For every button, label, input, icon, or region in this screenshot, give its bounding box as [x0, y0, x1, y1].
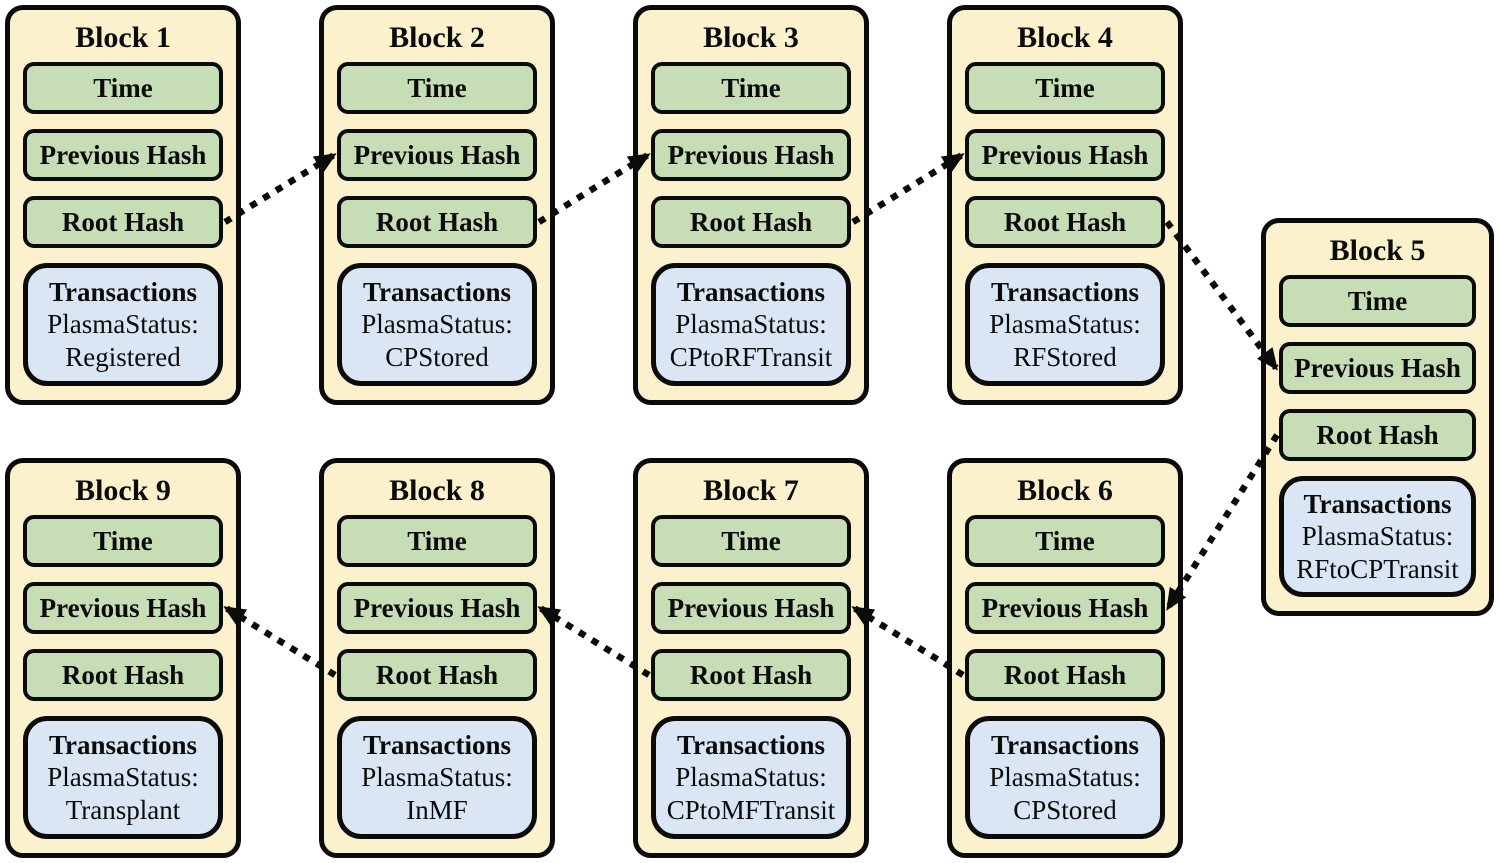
transactions-label: Transactions [1303, 488, 1452, 519]
plasma-status-value: CPStored [1013, 794, 1117, 825]
block-5: Block 5 Time Previous Hash Root Hash Tra… [1261, 218, 1494, 616]
transactions-box: Transactions PlasmaStatus: Registered [23, 263, 223, 386]
plasma-status-value: Transplant [65, 794, 181, 825]
transactions-box: Transactions PlasmaStatus: CPStored [965, 716, 1165, 839]
transactions-box: Transactions PlasmaStatus: CPtoRFTransit [651, 263, 851, 386]
plasma-status-label: PlasmaStatus: [989, 309, 1141, 340]
transactions-box: Transactions PlasmaStatus: RFtoCPTransit [1279, 476, 1476, 597]
transactions-label: Transactions [990, 276, 1139, 307]
transactions-box: Transactions PlasmaStatus: CPStored [337, 263, 537, 386]
transactions-label: Transactions [362, 729, 511, 760]
block-3: Block 3 Time Previous Hash Root Hash Tra… [633, 5, 869, 405]
block-title: Block 7 [703, 474, 799, 507]
transactions-label: Transactions [676, 276, 825, 307]
plasma-status-value: RFtoCPTransit [1296, 553, 1459, 584]
plasma-status-label: PlasmaStatus: [47, 762, 199, 793]
transactions-label: Transactions [48, 729, 197, 760]
block-9: Block 9 Time Previous Hash Root Hash Tra… [5, 458, 241, 858]
previous-hash-field: Previous Hash [337, 129, 537, 181]
block-8: Block 8 Time Previous Hash Root Hash Tra… [319, 458, 555, 858]
previous-hash-field: Previous Hash [337, 582, 537, 634]
previous-hash-field: Previous Hash [965, 582, 1165, 634]
time-field: Time [1279, 275, 1476, 327]
root-hash-field: Root Hash [965, 196, 1165, 248]
block-7: Block 7 Time Previous Hash Root Hash Tra… [633, 458, 869, 858]
plasma-status-value: RFStored [1013, 341, 1117, 372]
transactions-label: Transactions [676, 729, 825, 760]
root-hash-field: Root Hash [23, 196, 223, 248]
block-title: Block 8 [389, 474, 485, 507]
block-title: Block 6 [1017, 474, 1113, 507]
block-title: Block 5 [1329, 234, 1426, 267]
hash-link-edge-4-to-5 [1164, 220, 1279, 371]
time-field: Time [337, 62, 537, 114]
block-title: Block 9 [75, 474, 171, 507]
plasma-status-value: CPtoMFTransit [666, 794, 836, 825]
transactions-box: Transactions PlasmaStatus: InMF [337, 716, 537, 839]
transactions-label: Transactions [362, 276, 511, 307]
plasma-status-label: PlasmaStatus: [1301, 521, 1454, 552]
plasma-status-label: PlasmaStatus: [675, 762, 827, 793]
hash-link-edge-2-to-3 [537, 152, 651, 225]
time-field: Time [337, 515, 537, 567]
transactions-box: Transactions PlasmaStatus: CPtoMFTransit [651, 716, 851, 839]
block-title: Block 1 [75, 21, 171, 54]
plasma-status-label: PlasmaStatus: [675, 309, 827, 340]
plasma-status-label: PlasmaStatus: [989, 762, 1141, 793]
transactions-box: Transactions PlasmaStatus: Transplant [23, 716, 223, 839]
transactions-box: Transactions PlasmaStatus: RFStored [965, 263, 1165, 386]
plasma-status-value: InMF [406, 794, 468, 825]
block-title: Block 3 [703, 21, 799, 54]
plasma-status-label: PlasmaStatus: [47, 309, 199, 340]
previous-hash-field: Previous Hash [651, 129, 851, 181]
root-hash-field: Root Hash [337, 196, 537, 248]
root-hash-field: Root Hash [651, 649, 851, 701]
block-title: Block 2 [389, 21, 485, 54]
root-hash-field: Root Hash [1279, 409, 1476, 461]
block-2: Block 2 Time Previous Hash Root Hash Tra… [319, 5, 555, 405]
root-hash-field: Root Hash [337, 649, 537, 701]
previous-hash-field: Previous Hash [965, 129, 1165, 181]
plasma-status-label: PlasmaStatus: [361, 309, 513, 340]
previous-hash-field: Previous Hash [1279, 342, 1476, 394]
time-field: Time [965, 62, 1165, 114]
plasma-status-value: CPtoRFTransit [669, 341, 833, 372]
previous-hash-field: Previous Hash [651, 582, 851, 634]
root-hash-field: Root Hash [965, 649, 1165, 701]
transactions-label: Transactions [990, 729, 1139, 760]
time-field: Time [651, 515, 851, 567]
previous-hash-field: Previous Hash [23, 582, 223, 634]
block-4: Block 4 Time Previous Hash Root Hash Tra… [947, 5, 1183, 405]
previous-hash-field: Previous Hash [23, 129, 223, 181]
plasma-status-label: PlasmaStatus: [361, 762, 513, 793]
block-6: Block 6 Time Previous Hash Root Hash Tra… [947, 458, 1183, 858]
hash-link-edge-1-to-2 [223, 152, 337, 225]
hash-link-edge-3-to-4 [851, 152, 965, 225]
transactions-label: Transactions [48, 276, 197, 307]
root-hash-field: Root Hash [23, 649, 223, 701]
plasma-status-value: CPStored [385, 341, 489, 372]
plasma-status-value: Registered [65, 341, 181, 372]
time-field: Time [965, 515, 1165, 567]
time-field: Time [23, 62, 223, 114]
time-field: Time [23, 515, 223, 567]
time-field: Time [651, 62, 851, 114]
block-title: Block 4 [1017, 21, 1113, 54]
block-1: Block 1 Time Previous Hash Root Hash Tra… [5, 5, 241, 405]
root-hash-field: Root Hash [651, 196, 851, 248]
